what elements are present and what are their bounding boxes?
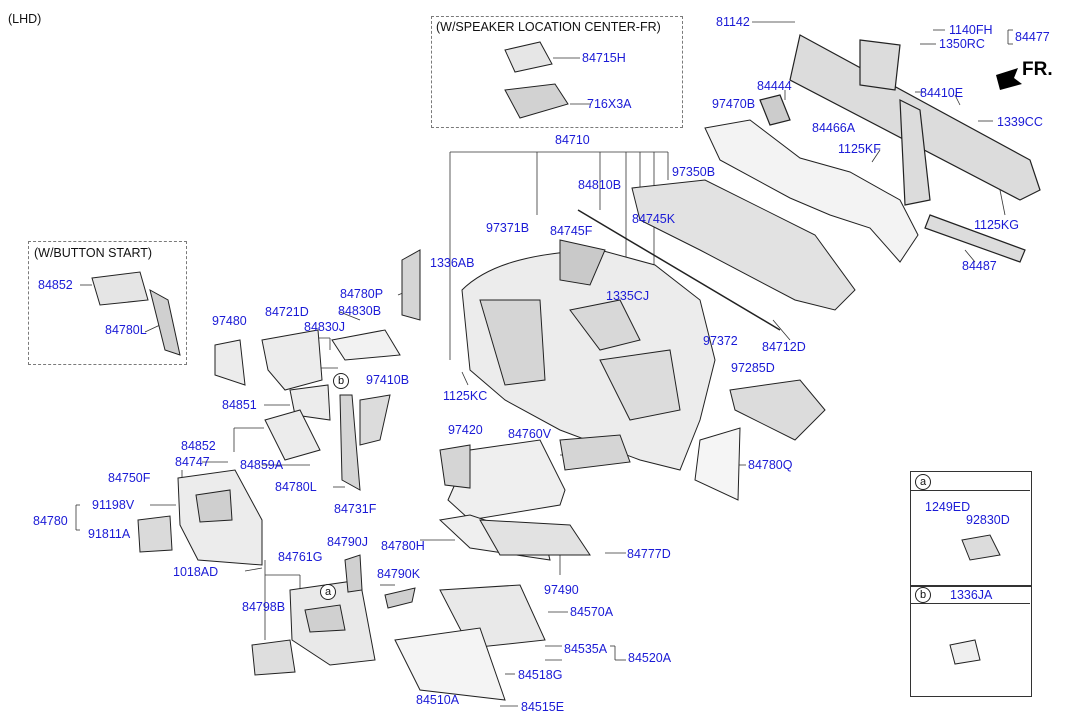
detail-a-label-1: 92830D (966, 513, 1010, 527)
part-label: 97371B (486, 221, 530, 235)
part-label: 84410E (920, 86, 964, 100)
speaker-option-box (431, 16, 683, 128)
detail-a-tag: a (915, 474, 931, 490)
part-label: 84515E (521, 700, 565, 714)
part-label: 1350RC (939, 37, 985, 51)
part-label: 84712D (762, 340, 806, 354)
part-label: 84731F (334, 502, 377, 516)
detail-b-header-line (910, 603, 1030, 604)
part-label: 84745F (550, 224, 593, 238)
part-label: 84852 (38, 278, 73, 292)
part-label: 84798B (242, 600, 286, 614)
part-label: 84510A (416, 693, 460, 707)
part-label: 97420 (448, 423, 483, 437)
part-label: 91198V (92, 498, 135, 512)
part-label: 84760V (508, 427, 552, 441)
part-label: 84444 (757, 79, 792, 93)
part-label: 97285D (731, 361, 775, 375)
part-label: 84780L (105, 323, 147, 337)
part-label: 84715H (582, 51, 626, 65)
part-label: 84859A (240, 458, 284, 472)
part-label: 84721D (265, 305, 309, 319)
part-label: 1140FH (949, 23, 993, 37)
part-label: 84852 (181, 439, 216, 453)
part-label: 97410B (366, 373, 410, 387)
part-label: 84745K (632, 212, 676, 226)
part-label: 81142 (716, 15, 750, 29)
part-label: 1125KG (974, 218, 1019, 232)
part-label: 84487 (962, 259, 997, 273)
part-label: 84780 (33, 514, 68, 528)
part-label: 97480 (212, 314, 247, 328)
part-label: 84477 (1015, 30, 1050, 44)
button-start-box (28, 241, 187, 365)
detail-a-header-line (910, 490, 1030, 491)
part-label: 84777D (627, 547, 671, 561)
part-label: 1336AB (430, 256, 475, 270)
part-label: 97490 (544, 583, 579, 597)
part-label: 716X3A (587, 97, 632, 111)
part-label: 84780Q (748, 458, 793, 472)
detail-b-box (910, 585, 1032, 697)
part-label: 1125KC (443, 389, 488, 403)
part-label: 84710 (555, 133, 590, 147)
callout-b-tag: b (333, 373, 349, 389)
part-label: 84830B (338, 304, 382, 318)
part-label: 84518G (518, 668, 563, 682)
part-label: 97350B (672, 165, 716, 179)
callout-a-tag: a (320, 584, 336, 600)
part-label: 84780H (381, 539, 425, 553)
part-label: 84780P (340, 287, 384, 301)
part-label: 84780L (275, 480, 317, 494)
button-start-title: (W/BUTTON START) (34, 246, 153, 260)
part-label: 84466A (812, 121, 856, 135)
detail-a-label-0: 1249ED (925, 500, 971, 514)
speaker-option-title: (W/SPEAKER LOCATION CENTER-FR) (436, 20, 661, 34)
detail-b-tag: b (915, 587, 931, 603)
part-label: 1018AD (173, 565, 219, 579)
part-label: 97470B (712, 97, 756, 111)
part-label: 1335CJ (606, 289, 650, 303)
part-label: 84520A (628, 651, 672, 665)
part-label: 84790K (377, 567, 421, 581)
part-label: 84570A (570, 605, 614, 619)
part-label: 97372 (703, 334, 738, 348)
part-label: 84810B (578, 178, 622, 192)
detail-a-box (910, 471, 1032, 587)
part-label: 84747 (175, 455, 210, 469)
part-label: 1339CC (997, 115, 1043, 129)
part-label: 84535A (564, 642, 608, 656)
part-label: 84761G (278, 550, 323, 564)
part-label: 1125KF (838, 142, 881, 156)
part-label: 91811A (88, 527, 131, 541)
front-direction-label: FR. (1022, 59, 1053, 80)
detail-b-label: 1336JA (950, 588, 993, 602)
part-label: 84851 (222, 398, 257, 412)
variant-label: (LHD) (8, 12, 42, 26)
part-label: 84790J (327, 535, 369, 549)
part-label: 84750F (108, 471, 151, 485)
part-label: 84830J (304, 320, 346, 334)
